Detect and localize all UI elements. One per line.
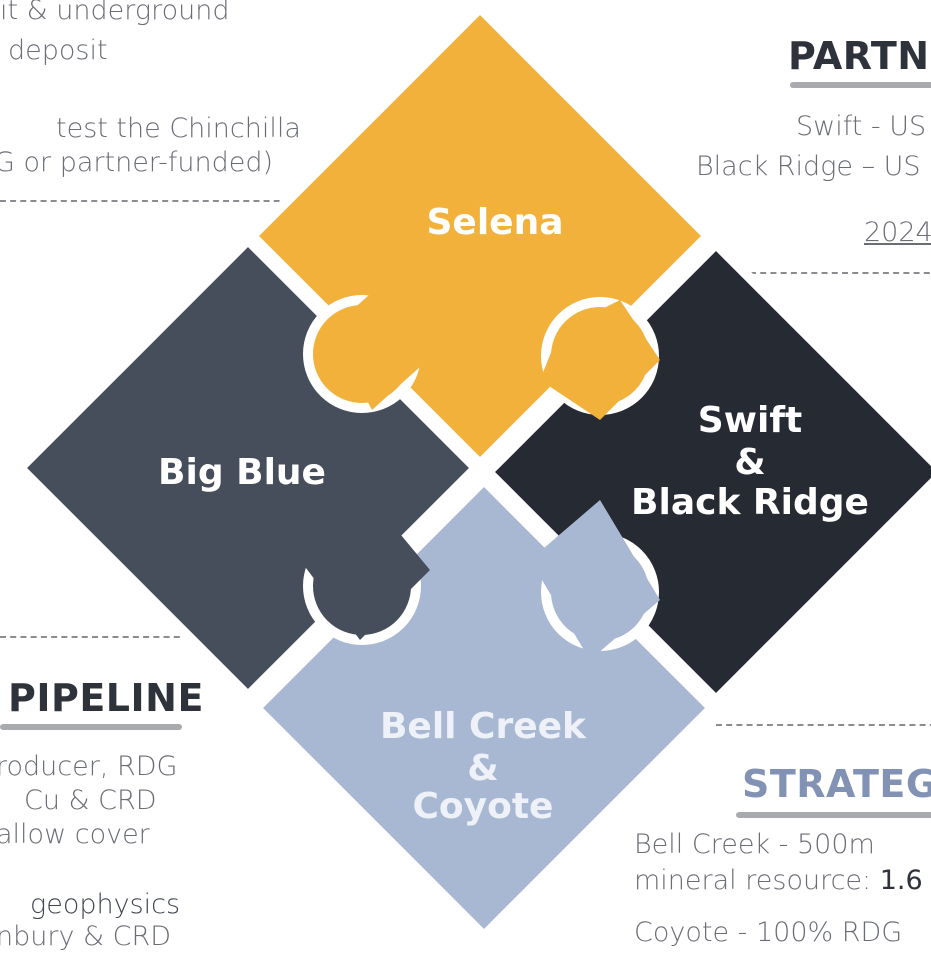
strategic-heading: STRATEG: [742, 762, 931, 806]
label-swift-amp: &: [734, 442, 765, 483]
puzzle-diagram: Selena Big Blue Swift & Black Ridge Bell…: [20, 8, 931, 934]
partners-divider: [750, 272, 931, 274]
pipeline-line-3: allow cover: [0, 819, 150, 850]
pipeline-line-4: geophysics: [30, 889, 181, 920]
label-swift: Swift: [698, 400, 802, 441]
top-left-line-1: it & underground: [0, 0, 230, 26]
piece-bell-creek-coyote[interactable]: [251, 475, 717, 934]
partners-heading-underline: [790, 82, 931, 88]
pipeline-line-1: roducer, RDG: [0, 751, 178, 782]
strategic-divider: [716, 724, 931, 726]
partners-heading: PARTN: [788, 34, 930, 78]
strategic-line-2-prefix: mineral resource:: [634, 865, 880, 896]
pipeline-divider: [0, 636, 190, 638]
pipeline-heading-underline: [0, 724, 182, 730]
strategic-heading-underline: [736, 812, 931, 818]
pipeline-line-2: Cu & CRD: [24, 785, 157, 816]
partners-line-1: Swift - US: [796, 111, 927, 142]
label-big-blue: Big Blue: [158, 452, 326, 493]
top-left-line-4: G or partner-funded): [0, 147, 274, 178]
label-selena: Selena: [426, 202, 563, 243]
top-left-line-3: test the Chinchilla: [56, 113, 301, 144]
strategic-line-1: Bell Creek - 500m: [634, 829, 875, 860]
top-left-divider: [0, 200, 300, 202]
label-bell-creek: Bell Creek: [380, 706, 587, 747]
label-bell-amp: &: [467, 748, 498, 789]
strategic-line-2: mineral resource: 1.6: [634, 864, 923, 898]
pipeline-heading: PIPELINE: [8, 676, 204, 720]
partners-year[interactable]: 2024: [864, 217, 931, 248]
top-left-line-2: deposit: [8, 35, 108, 66]
strategic-resource-value: 1.6: [879, 865, 923, 896]
label-coyote: Coyote: [413, 786, 554, 827]
label-black-ridge: Black Ridge: [631, 482, 869, 523]
partners-line-2: Black Ridge – US: [696, 151, 921, 182]
